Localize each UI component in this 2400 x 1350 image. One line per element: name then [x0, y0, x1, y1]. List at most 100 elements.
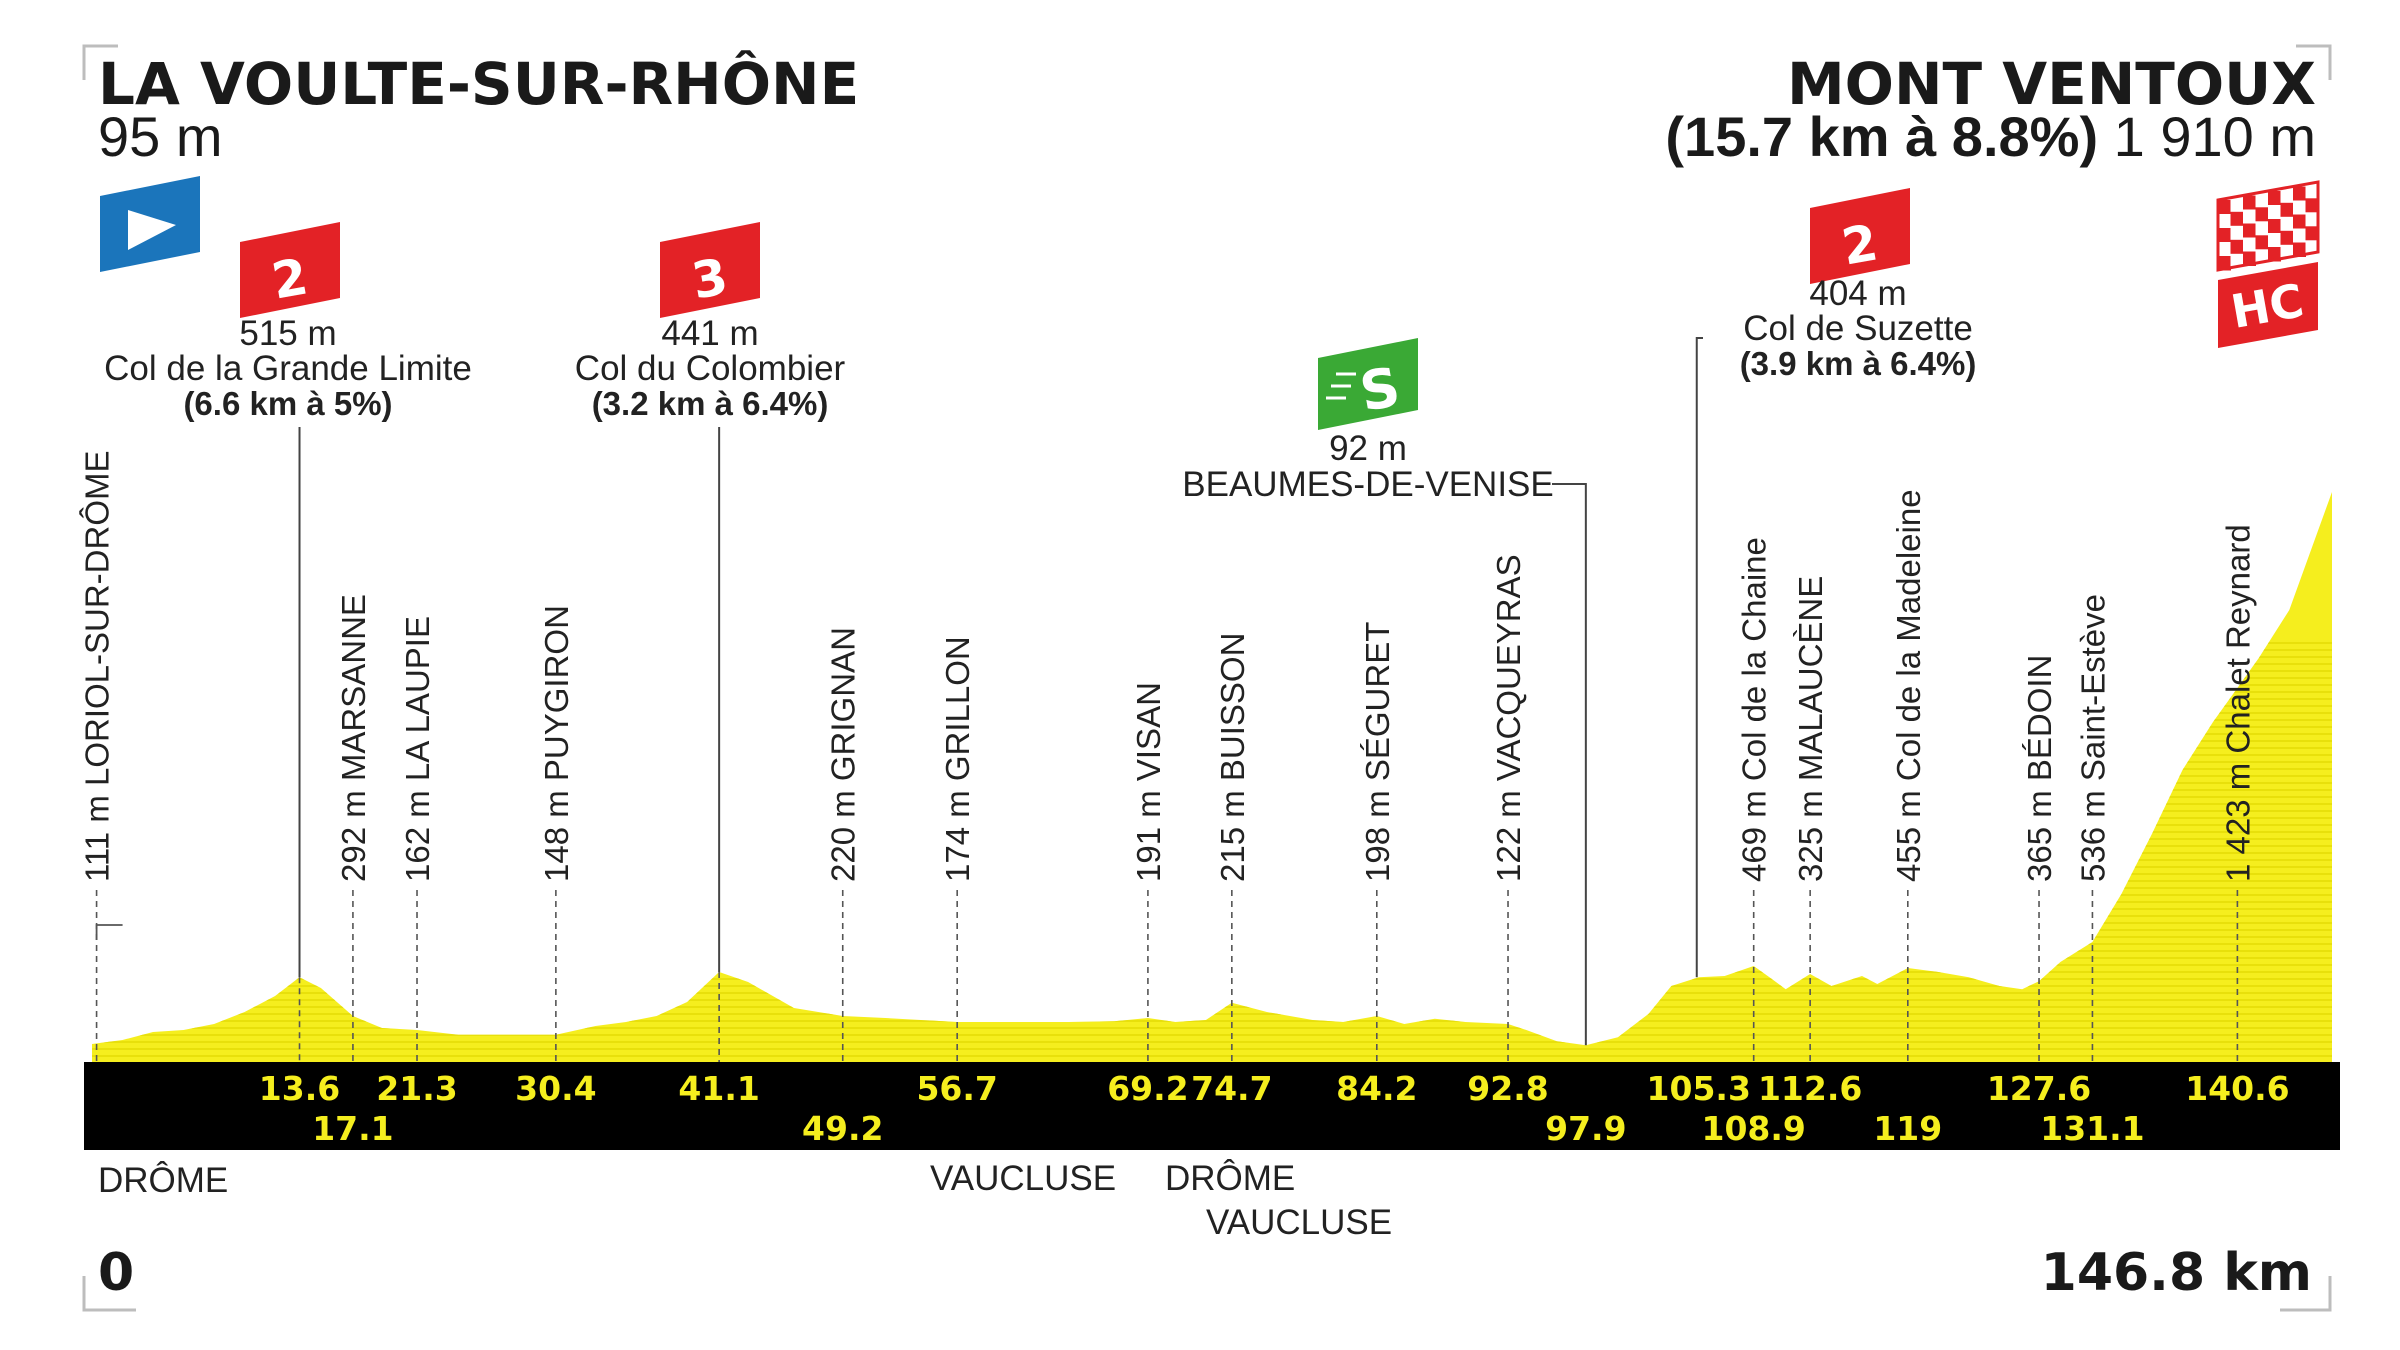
km-marker-label: 127.6: [1987, 1069, 2091, 1108]
checkered-cell: [2255, 193, 2269, 208]
sprint-speed-lines: [1326, 372, 1356, 400]
distance-start-label: 0: [98, 1243, 134, 1303]
climb-category-hc-flag: HC: [2218, 262, 2318, 348]
place-label: 469 m Col de la Chaine: [1736, 537, 1773, 882]
km-marker-label: 49.2: [802, 1109, 883, 1148]
checkered-cell: [2280, 202, 2294, 218]
checkered-cell: [2255, 235, 2269, 250]
place-label: 111 m LORIOL-SUR-DRÔME: [79, 450, 116, 882]
elevation-profile-area: [92, 492, 2332, 1062]
checkered-cell: [2218, 242, 2231, 257]
checkered-cell: [2305, 198, 2319, 213]
checkered-cell: [2243, 223, 2256, 238]
place-label: 325 m MALAUCÈNE: [1792, 576, 1829, 882]
climb-flag-shape: [1810, 188, 1910, 284]
checkered-cell: [2218, 228, 2231, 243]
km-marker-label: 21.3: [376, 1069, 457, 1108]
place-label: 365 m BÉDOIN: [2021, 655, 2058, 882]
checkered-cell: [2293, 228, 2306, 243]
km-marker-label: 74.7: [1191, 1069, 1272, 1108]
km-marker-label: 108.9: [1701, 1109, 1805, 1148]
checkered-cell: [2243, 195, 2256, 210]
climb-summit-line: [1695, 337, 1703, 978]
distance-band: [84, 1062, 2340, 1150]
km-marker-label: 97.9: [1545, 1109, 1626, 1148]
checkered-cell: [2255, 207, 2269, 222]
place-label: 215 m BUISSON: [1214, 633, 1251, 882]
place-label: 174 m GRILLON: [939, 636, 976, 882]
climb-category-flag: 2: [240, 222, 340, 318]
climb-detail-label: (3.9 km à 6.4%): [1740, 345, 1977, 382]
climb-altitude-label: 515 m: [239, 314, 336, 353]
climb-altitude-label: 404 m: [1809, 274, 1906, 313]
frame-corner-bl: [82, 1276, 136, 1312]
hc-flag-label: HC: [2227, 273, 2308, 339]
finish-altitude: 1 910 m: [2114, 105, 2316, 168]
km-marker-label: 105.3: [1647, 1069, 1751, 1108]
place-label: 220 m GRIGNAN: [825, 627, 862, 882]
km-marker-label: 13.6: [259, 1069, 340, 1108]
climb-category-flag: 2: [1810, 188, 1910, 284]
checkered-cell: [2268, 219, 2281, 234]
climb-name-label: Col de la Grande Limite: [104, 349, 472, 388]
place-label: 292 m MARSANNE: [335, 594, 372, 882]
finish-climb-detail: (15.7 km à 8.8%): [1665, 105, 2098, 168]
checkered-border: [2216, 180, 2320, 272]
climb-name-label: Col de Suzette: [1743, 309, 1973, 348]
checkered-cell: [2268, 191, 2281, 206]
km-marker-label: 112.6: [1758, 1069, 1862, 1108]
km-marker-label: 119: [1873, 1109, 1942, 1148]
frame-corner-br: [2280, 1276, 2332, 1312]
place-label: 191 m VISAN: [1130, 682, 1167, 882]
finish-climb-info: (15.7 km à 8.8%) 1 910 m: [1665, 105, 2316, 168]
place-label: 148 m PUYGIRON: [538, 605, 575, 882]
sprint-altitude-label: 92 m: [1329, 429, 1407, 468]
climb-altitude-label: 441 m: [661, 314, 758, 353]
km-marker-label: 69.2: [1107, 1069, 1188, 1108]
finish-spacer: [2098, 105, 2114, 168]
km-marker-label: 41.1: [678, 1069, 759, 1108]
frame-corner-tr: [2296, 44, 2332, 80]
km-marker-label: 140.6: [2185, 1069, 2289, 1108]
place-label: 122 m VACQUEYRAS: [1490, 554, 1527, 882]
checkered-cell: [2305, 184, 2319, 199]
checkered-cell: [2230, 225, 2244, 241]
checkered-cell: [2243, 209, 2256, 224]
place-label: 455 m Col de la Madeleine: [1890, 489, 1927, 882]
start-place-bracket: [95, 924, 123, 940]
climb-detail-label: (3.2 km à 6.4%): [592, 385, 829, 422]
km-marker-label: 92.8: [1467, 1069, 1548, 1108]
checkered-cell: [2280, 216, 2294, 232]
checkered-cell: [2268, 233, 2281, 248]
checkered-cell: [2218, 200, 2231, 215]
region-label: DRÔME: [98, 1161, 228, 1200]
place-label: 198 m SÉGURET: [1359, 622, 1396, 882]
km-marker-label: 56.7: [916, 1069, 997, 1108]
checkered-cell: [2305, 226, 2319, 241]
start-flag-icon: [100, 176, 200, 272]
region-label: VAUCLUSE: [930, 1159, 1116, 1198]
checkered-cell: [2243, 237, 2256, 252]
start-town-title: LA VOULTE-SUR-RHÔNE: [98, 49, 859, 118]
checkered-cell: [2305, 212, 2319, 227]
climb-detail-label: (6.6 km à 5%): [183, 385, 392, 422]
sprint-flag-shape: [1318, 338, 1418, 430]
checkered-cell: [2255, 221, 2269, 236]
km-marker-label: 131.1: [2040, 1109, 2144, 1148]
frame-corner-tl: [82, 44, 118, 80]
climb-name-label: Col du Colombier: [575, 349, 846, 388]
sprint-leader-line: [1552, 483, 1587, 1046]
finish-town-title: MONT VENTOUX: [1787, 50, 2316, 118]
km-marker-label: 84.2: [1336, 1069, 1417, 1108]
sprint-name-label: BEAUMES-DE-VENISE: [1182, 465, 1553, 504]
climb-flag-shape: [240, 222, 340, 318]
distance-total-label: 146.8 km: [2041, 1243, 2312, 1303]
checkered-cell: [2293, 186, 2306, 201]
km-marker-label: 30.4: [515, 1069, 596, 1108]
checkered-cell: [2280, 230, 2294, 246]
climb-flag-shape: [660, 222, 760, 318]
climb-category-flag: 3: [660, 222, 760, 318]
finish-checkered-flag-icon: [2216, 180, 2320, 272]
